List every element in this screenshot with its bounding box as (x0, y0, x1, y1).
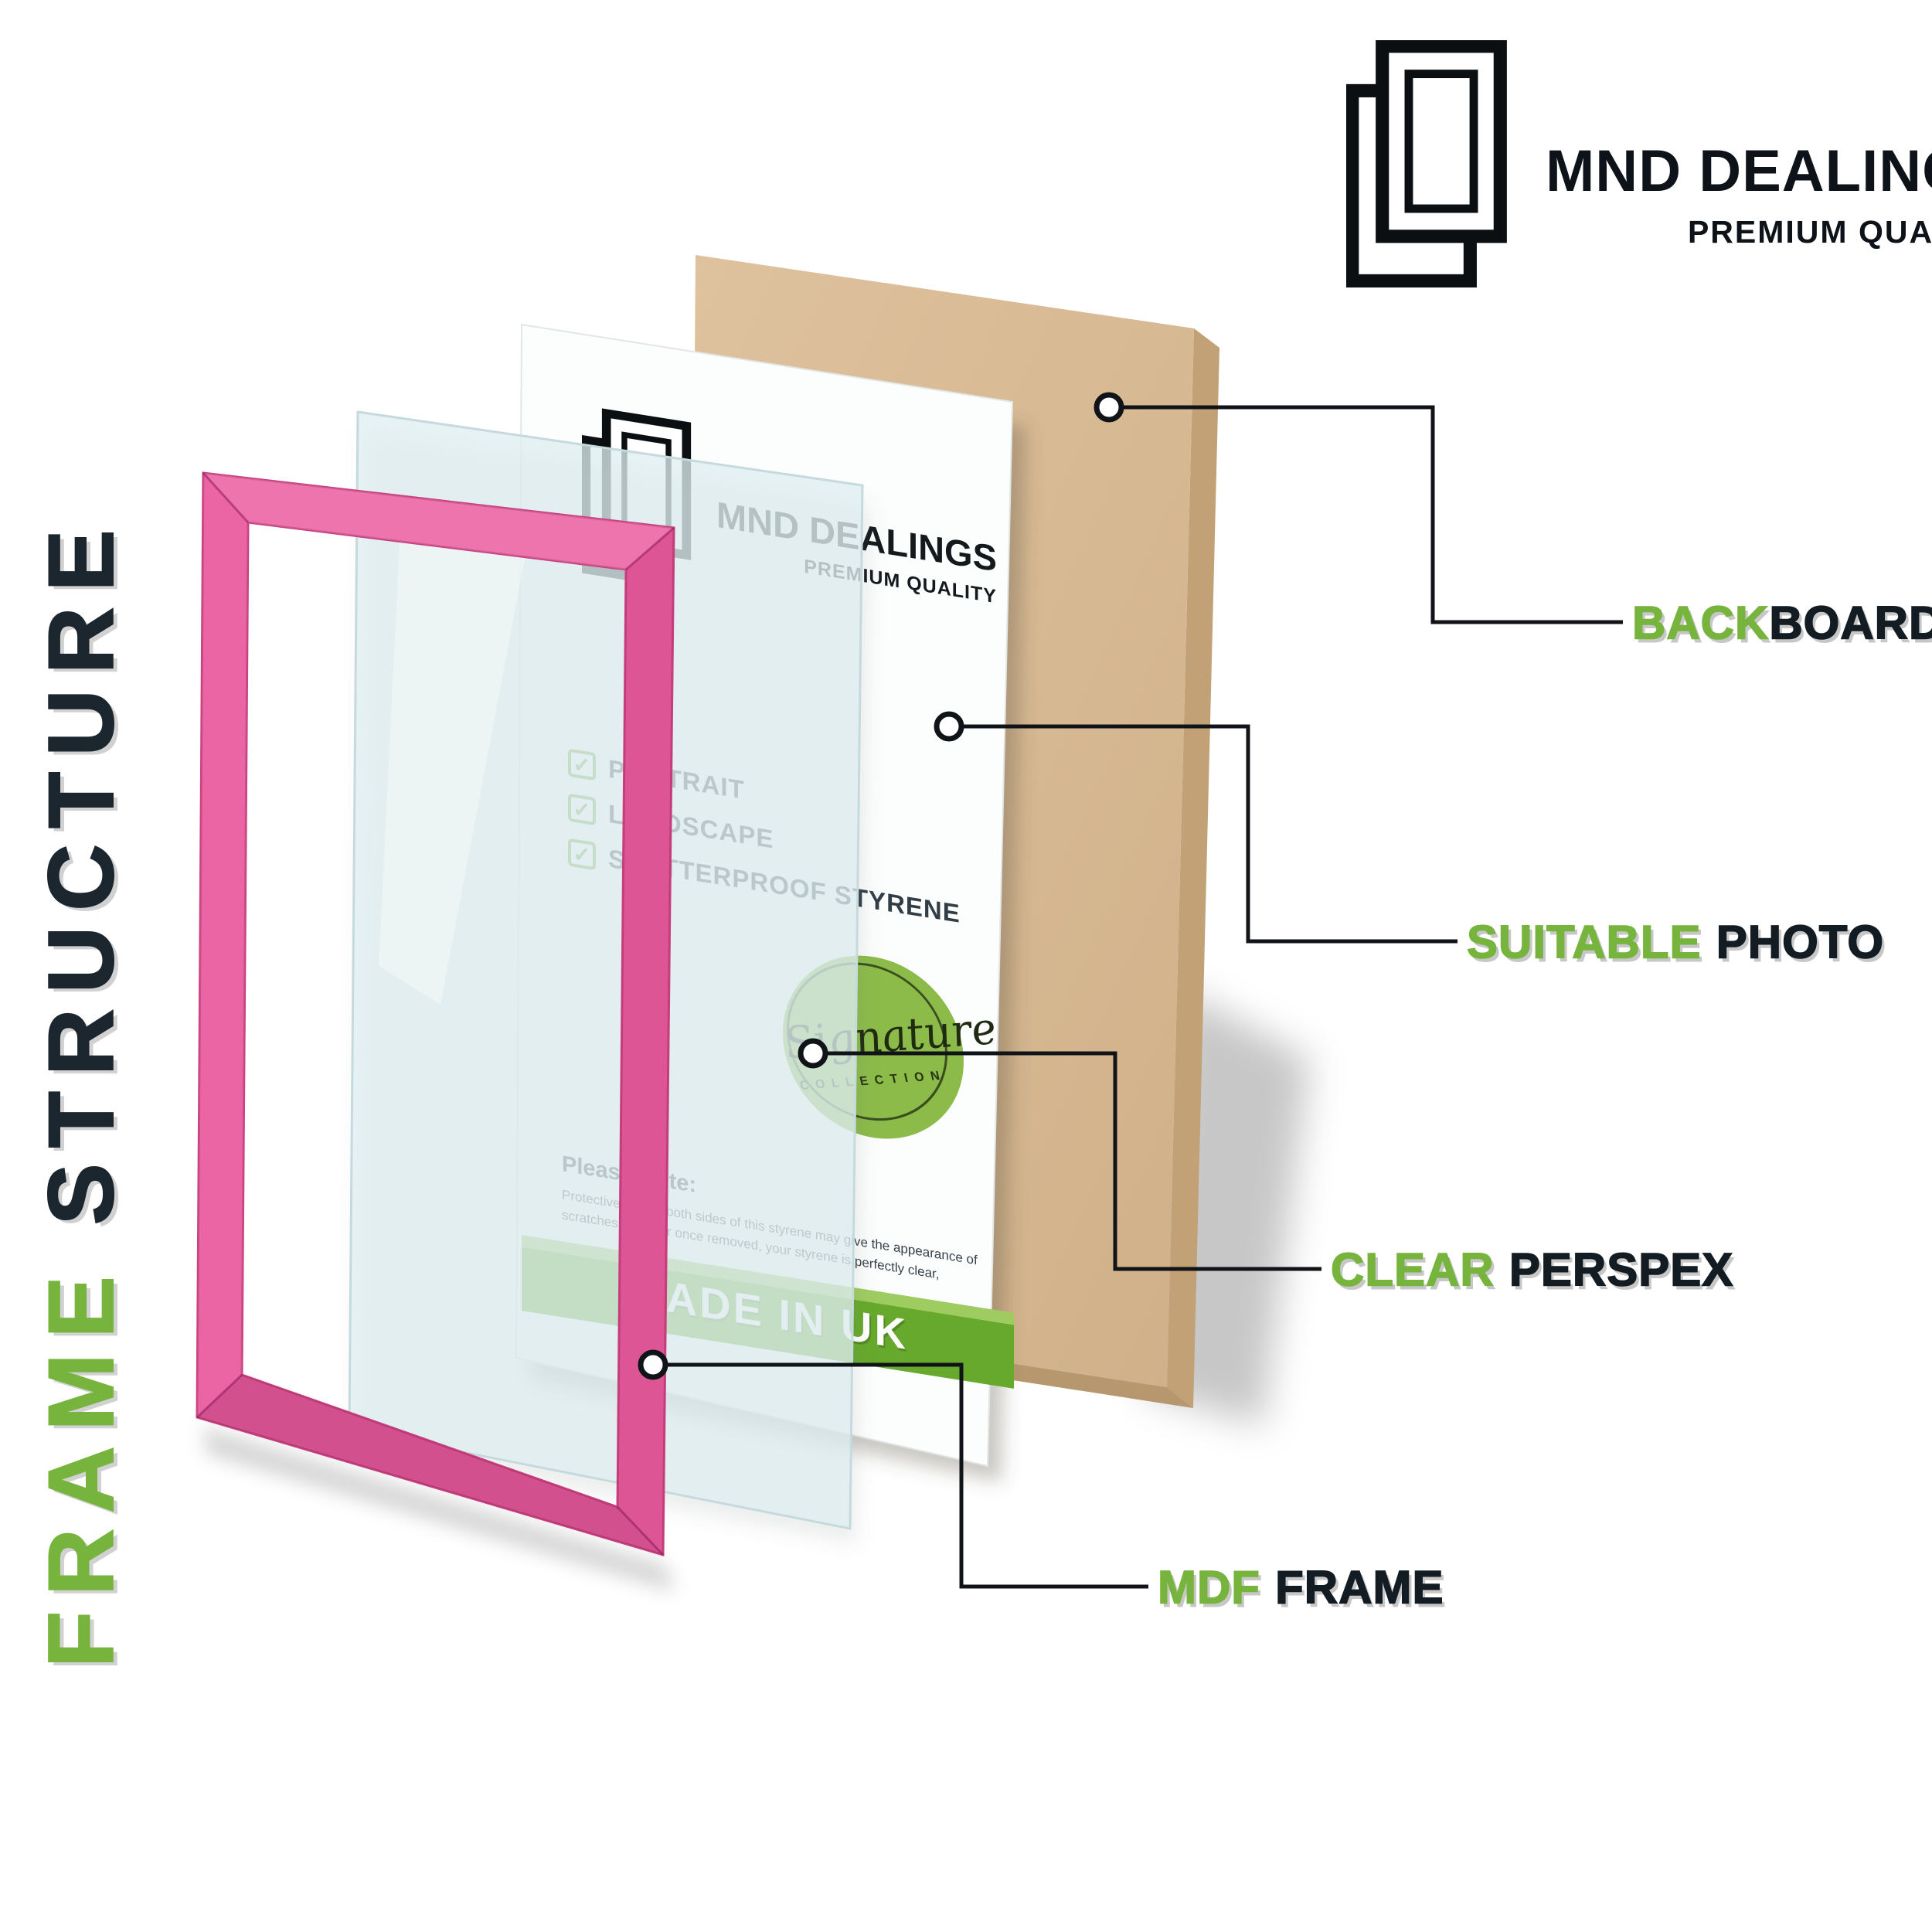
label-part-green: SUITABLE (1466, 916, 1702, 969)
frame-miter-lines (196, 471, 675, 1556)
title-word-structure: STRUCTURE (29, 513, 134, 1226)
label-part-dark: PHOTO (1716, 916, 1884, 969)
label-backboard: BACKBOARD (1631, 597, 1932, 650)
callout-dot-frame (638, 1349, 668, 1380)
callout-dots (638, 392, 1124, 1380)
callout-line-frame (653, 1362, 1148, 1589)
callout-line-perspex (813, 1051, 1321, 1271)
label-mdf-frame: MDF FRAME (1157, 1561, 1444, 1614)
frame-facet-left (197, 473, 248, 1417)
label-part-dark: BOARD (1769, 597, 1932, 650)
label-part-dark: PERSPEX (1509, 1243, 1734, 1297)
frame-facet-bottom (197, 1375, 663, 1555)
brand-name: MND DEALINGS (1546, 138, 1932, 204)
callout-lines (653, 405, 1623, 1589)
pink-frame-shadow (202, 1427, 675, 1592)
brand-frame-icon (1346, 40, 1507, 287)
frame-facet-right (617, 528, 674, 1555)
frame-facet-top (203, 473, 674, 570)
callout-dot-backboard (1094, 392, 1124, 423)
label-part-dark: FRAME (1274, 1561, 1444, 1614)
perspex-shape (348, 410, 864, 1530)
callout-line-photo (949, 724, 1458, 944)
brand-tagline: PREMIUM QUALITY (1687, 214, 1932, 250)
callout-dot-photo (934, 711, 964, 742)
brand-lockup: MND DEALINGS PREMIUM QUALITY (1346, 40, 1932, 293)
label-part-green: CLEAR (1330, 1243, 1495, 1297)
pink-frame-shape (196, 471, 675, 1557)
label-suitable-photo: SUITABLE PHOTO (1466, 916, 1884, 969)
label-clear-perspex: CLEAR PERSPEX (1330, 1243, 1734, 1297)
callout-dot-perspex (798, 1038, 828, 1069)
backboard-side-edge (1167, 328, 1219, 1408)
callout-line-backboard (1109, 405, 1623, 624)
perspex-highlight (379, 495, 533, 1005)
label-part-green: MDF (1157, 1561, 1260, 1614)
page-title: FRAME STRUCTURE (28, 292, 151, 1668)
brand-text: MND DEALINGS PREMIUM QUALITY (1546, 138, 1932, 250)
label-part-green: BACK (1631, 597, 1770, 650)
title-word-frame: FRAME (29, 1260, 134, 1668)
